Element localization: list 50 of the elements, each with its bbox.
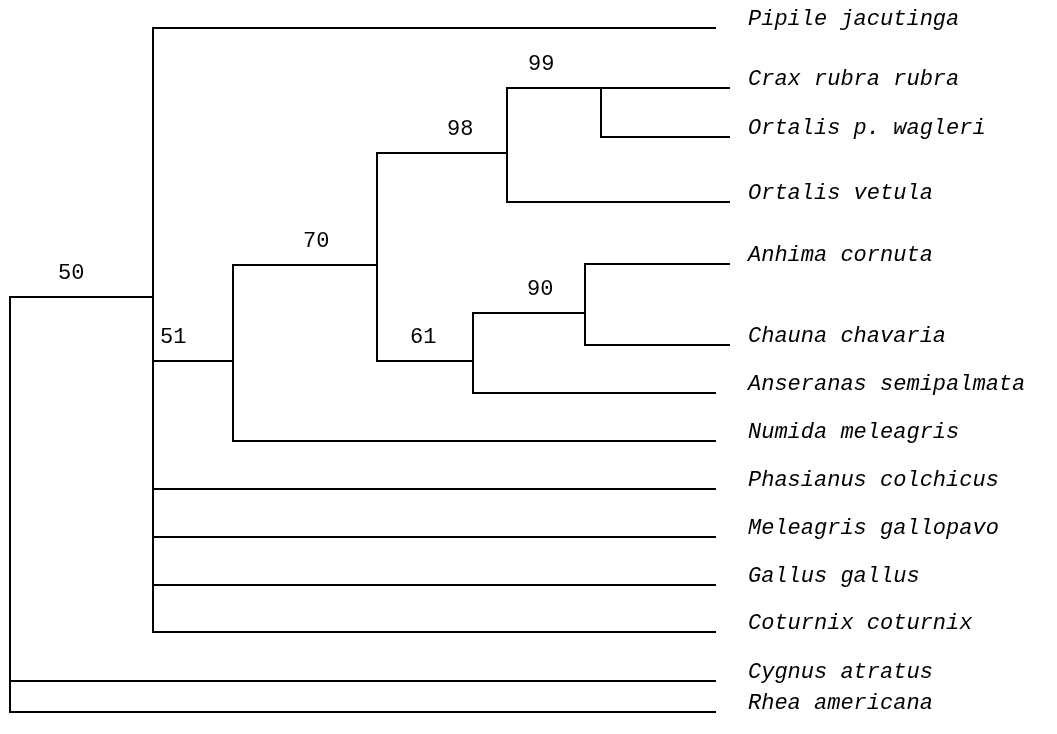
bootstrap-value: 99 [528,52,555,78]
tree-branch-line [153,360,234,362]
tree-branch-line [10,711,717,713]
taxon-label: Chauna chavaria [730,324,947,350]
clade-junction-line [472,312,474,394]
taxon-label: Anseranas semipalmata [716,372,1026,398]
tree-branch-line [507,201,731,203]
taxon-label: Crax rubra rubra [730,67,960,93]
tree-branch-line [10,680,717,682]
tree-branch-line [601,87,731,89]
tree-branch-line [473,392,717,394]
taxon-label: Coturnix coturnix [716,611,973,637]
bootstrap-value: 51 [160,325,187,351]
tree-branch-line [153,536,717,538]
tree-branch-line [153,488,717,490]
taxon-label: Phasianus colchicus [716,468,999,494]
bootstrap-value: 98 [447,117,474,143]
bootstrap-value: 90 [527,277,554,303]
tree-branch-line [10,296,154,298]
tree-branch-line [233,264,378,266]
taxon-label: Ortalis p. wagleri [730,116,986,142]
clade-junction-line [232,264,234,442]
tree-branch-line [377,360,474,362]
clade-junction-line [584,263,586,346]
clade-junction-line [600,87,602,138]
tree-branch-line [153,584,717,586]
bootstrap-value: 70 [303,229,330,255]
clade-junction-line [506,87,508,203]
clade-junction-line [376,152,378,362]
taxon-label: Rhea americana [716,691,933,717]
tree-branch-line [507,87,602,89]
tree-branch-line [233,440,717,442]
tree-branch-line [153,27,717,29]
tree-branch-line [601,136,731,138]
bootstrap-value: 50 [58,261,85,287]
clade-junction-line [152,27,154,633]
tree-branch-line [585,263,731,265]
taxon-label: Pipile jacutinga [716,7,960,33]
bootstrap-value: 61 [410,325,437,351]
taxon-label: Anhima cornuta [730,243,933,269]
taxon-label: Gallus gallus [716,564,920,590]
taxon-label: Cygnus atratus [716,660,933,686]
clade-junction-line [9,296,11,713]
tree-branch-line [377,152,508,154]
taxon-label: Numida meleagris [716,420,960,446]
tree-branch-line [153,631,717,633]
taxon-label: Meleagris gallopavo [716,516,999,542]
tree-branch-line [585,344,731,346]
taxon-label: Ortalis vetula [730,181,933,207]
tree-branch-line [473,312,586,314]
